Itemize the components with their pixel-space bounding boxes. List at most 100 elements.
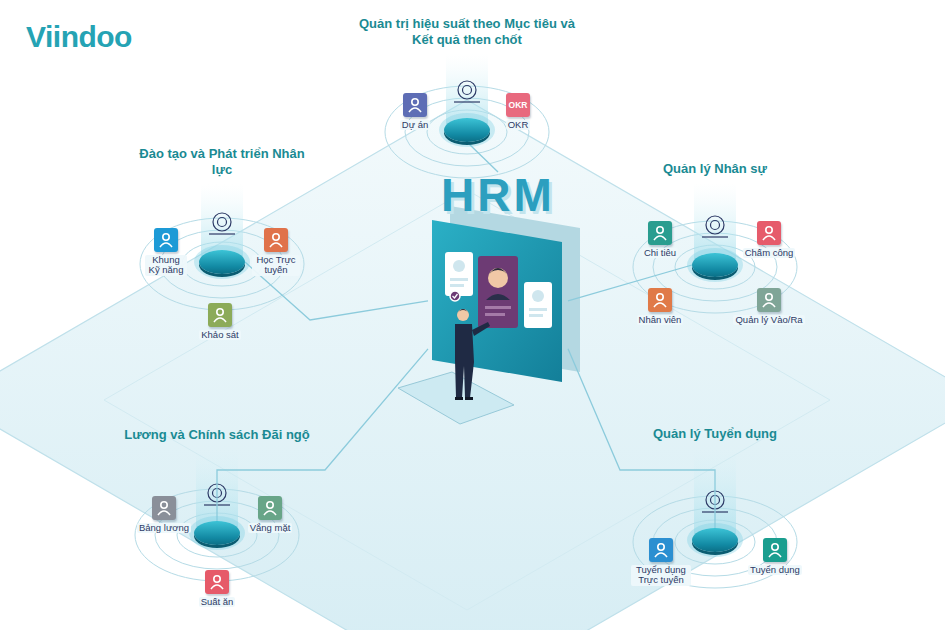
app-icon: Học Trực tuyến	[252, 228, 300, 276]
icon-tile	[649, 538, 673, 562]
hub-decor	[385, 54, 549, 178]
glyph-head	[217, 309, 223, 315]
icon-tile	[258, 496, 282, 520]
icon-text: OKR	[509, 100, 528, 110]
plane-grid	[104, 190, 830, 610]
icon-label: OKR	[506, 120, 531, 130]
icon-tile	[208, 303, 232, 327]
app-icon: Dự án	[385, 93, 445, 130]
hub-disc	[194, 521, 240, 545]
hub-decor	[633, 183, 797, 313]
icon-tile	[264, 228, 288, 252]
icon-glyph	[157, 231, 175, 249]
glyph-head	[161, 502, 167, 508]
hub-disc	[199, 250, 245, 274]
app-icon: Tuyển dụng	[745, 538, 805, 575]
glyph-head	[657, 227, 663, 233]
glyph-head	[214, 576, 220, 582]
hub-icon	[702, 236, 728, 237]
app-icon: Quản lý Vào/Ra	[729, 288, 809, 325]
glyph-body	[769, 553, 781, 557]
hub-node: Quản lý Tuyển dụng	[615, 426, 815, 552]
hub-title: Quản lý Tuyển dụng	[653, 426, 777, 442]
card-line	[529, 308, 547, 311]
hub-node: Quản trị hiệu suất theo Mục tiêu và Kết …	[352, 16, 582, 143]
icon-tile	[757, 221, 781, 245]
icon-label: Suất ăn	[199, 597, 236, 607]
icon-glyph	[651, 224, 669, 242]
hub-icon	[463, 86, 472, 95]
hub-decor	[140, 184, 304, 310]
avatar	[488, 268, 508, 288]
app-icon: Chấm công	[734, 221, 804, 258]
icon-tile	[757, 288, 781, 312]
glyph-body	[654, 303, 666, 307]
icon-tile	[205, 570, 229, 594]
icon-tile	[648, 221, 672, 245]
icon-label: Nhân viên	[637, 315, 684, 325]
hub-decor	[135, 54, 797, 588]
icon-glyph	[267, 231, 285, 249]
logo-text: Viindoo	[26, 20, 132, 54]
profile-card-selected	[478, 256, 518, 328]
icon-label: Chi tiêu	[642, 248, 678, 258]
avatar	[532, 290, 544, 302]
ground-plane	[0, 100, 945, 630]
icon-tile	[648, 288, 672, 312]
app-icon: OKR OKR	[488, 93, 548, 130]
app-icon: Nhân viên	[630, 288, 690, 325]
app-icon: Bảng lương	[129, 496, 199, 533]
person-shoe	[455, 397, 463, 400]
card-line	[485, 306, 511, 309]
icon-tile	[154, 228, 178, 252]
person-body	[455, 324, 474, 398]
hub-icon	[706, 216, 724, 234]
hub-disc	[692, 528, 738, 552]
screen-heading: HRM	[428, 172, 568, 218]
icon-label: Học Trực tuyến	[252, 255, 300, 276]
card-line	[450, 278, 468, 281]
card-line	[529, 314, 543, 317]
icon-label: Tuyển dụng Trực tuyến	[631, 565, 691, 586]
app-icon: Vắng mặt	[240, 496, 300, 533]
glyph-body	[763, 236, 775, 240]
profile-card	[524, 282, 552, 328]
glyph-head	[273, 234, 279, 240]
icon-label: Bảng lương	[137, 523, 191, 533]
glyph-head	[163, 234, 169, 240]
icon-tile	[403, 93, 427, 117]
icon-glyph	[766, 541, 784, 559]
glyph-head	[412, 99, 418, 105]
glyph-head	[658, 544, 664, 550]
hub-title: Lương và Chính sách Đãi ngộ	[124, 427, 310, 443]
person-head	[457, 309, 469, 321]
app-icon: Tuyển dụng Trực tuyến	[631, 538, 691, 586]
hub-icon	[218, 218, 227, 227]
person	[455, 309, 490, 400]
icon-glyph	[208, 573, 226, 591]
person-shoe	[465, 397, 473, 400]
icon-glyph	[155, 499, 173, 517]
hub-title: Quản trị hiệu suất theo Mục tiêu và Kết …	[352, 16, 582, 49]
glyph-head	[766, 227, 772, 233]
icon-glyph	[652, 541, 670, 559]
icon-label: Khảo sát	[199, 330, 241, 340]
screen-front	[432, 220, 562, 382]
glyph-head	[766, 294, 772, 300]
glyph-body	[654, 236, 666, 240]
app-icon: Khung Kỹ năng	[145, 228, 187, 276]
avatar-hair	[488, 268, 508, 276]
connector	[467, 142, 498, 172]
glyph-body	[158, 511, 170, 515]
glyph-body	[160, 243, 172, 247]
profile-card	[445, 252, 473, 296]
icon-label: Quản lý Vào/Ra	[733, 315, 804, 325]
card-line	[485, 313, 505, 316]
hrm-screen-node: HRM	[428, 172, 568, 380]
glyph-body	[211, 585, 223, 589]
icon-label: Dự án	[400, 120, 430, 130]
card-line	[450, 284, 464, 287]
hub-icon	[213, 213, 231, 231]
icon-tile: OKR	[506, 93, 530, 117]
app-icon: Khảo sát	[190, 303, 250, 340]
